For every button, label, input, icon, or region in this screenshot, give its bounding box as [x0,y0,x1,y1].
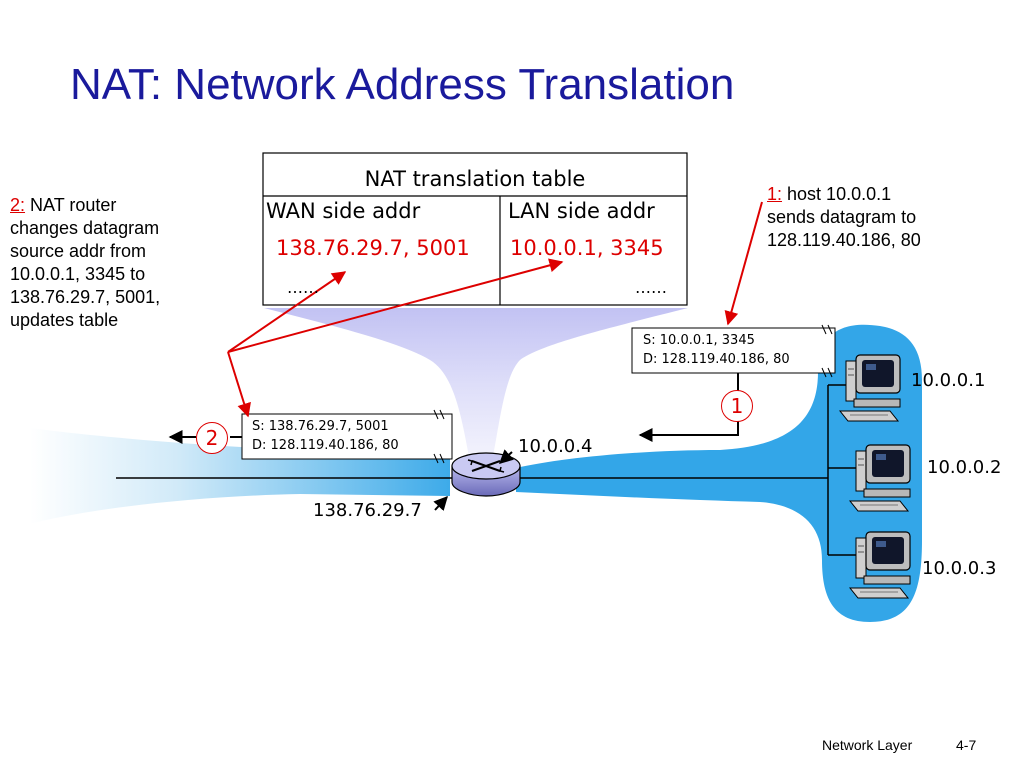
table-cell-wan: 138.76.29.7, 5001 [276,236,470,260]
table-title: NAT translation table [364,167,586,191]
packet-wan-box [241,413,453,460]
note-step-1: 1: host 10.0.0.1 sends datagram to 128.1… [767,183,921,252]
footer-section: Network Layer [822,737,913,753]
note2-arrow-packet [227,351,251,418]
router-lan-ip: 10.0.0.4 [518,436,593,457]
note-step-2: 2: NAT router changes datagram source ad… [10,194,160,332]
table-cell-lan: 10.0.0.1, 3345 [510,236,664,260]
note-line: changes datagram [10,218,160,238]
packet-destination: D: 128.119.40.186, 80 [252,438,399,453]
note-line: sends datagram to [767,207,917,227]
note-line: 10.0.0.1, 3345 to [10,264,146,284]
note2-arrow-wan [227,271,347,353]
note-line: NAT router [30,195,117,215]
packet-lan: S: 10.0.0.1, 3345 D: 128.119.40.186, 80 [643,331,790,369]
host-label: 10.0.0.1 [911,370,986,391]
packet-wan: S: 138.76.29.7, 5001 D: 128.119.40.186, … [252,417,399,455]
note2-arrow-lan [227,258,564,353]
column-header-lan: LAN side addr [508,199,655,223]
note1-arrow [724,201,763,326]
note-line: updates table [10,310,119,330]
step-badge-2: 2 [196,422,228,454]
table-more-lan: …… [635,278,667,297]
packet-source: S: 138.76.29.7, 5001 [252,419,389,434]
note-line: 138.76.29.7, 5001, [10,287,161,307]
lan-network [516,324,922,622]
step-badge-1: 1 [721,390,753,422]
packet-destination: D: 128.119.40.186, 80 [643,352,790,367]
table-more-wan: …… [287,278,319,297]
packet-source: S: 10.0.0.1, 3345 [643,333,755,348]
packet-lan-box [631,327,836,374]
step-number: 2: [10,195,26,215]
host-label: 10.0.0.2 [927,457,1002,478]
host-label: 10.0.0.3 [922,558,997,579]
table-funnel [264,308,688,462]
router-icon [451,452,521,497]
note-line: source addr from [10,241,147,261]
slide-title: NAT: Network Address Translation [70,60,735,109]
step-number: 1: [767,184,783,204]
column-header-wan: WAN side addr [266,199,421,223]
footer-page: 4-7 [956,737,977,753]
note-line: 128.119.40.186, 80 [767,230,921,250]
router-wan-ip: 138.76.29.7 [313,500,422,521]
note-line: host 10.0.0.1 [787,184,892,204]
